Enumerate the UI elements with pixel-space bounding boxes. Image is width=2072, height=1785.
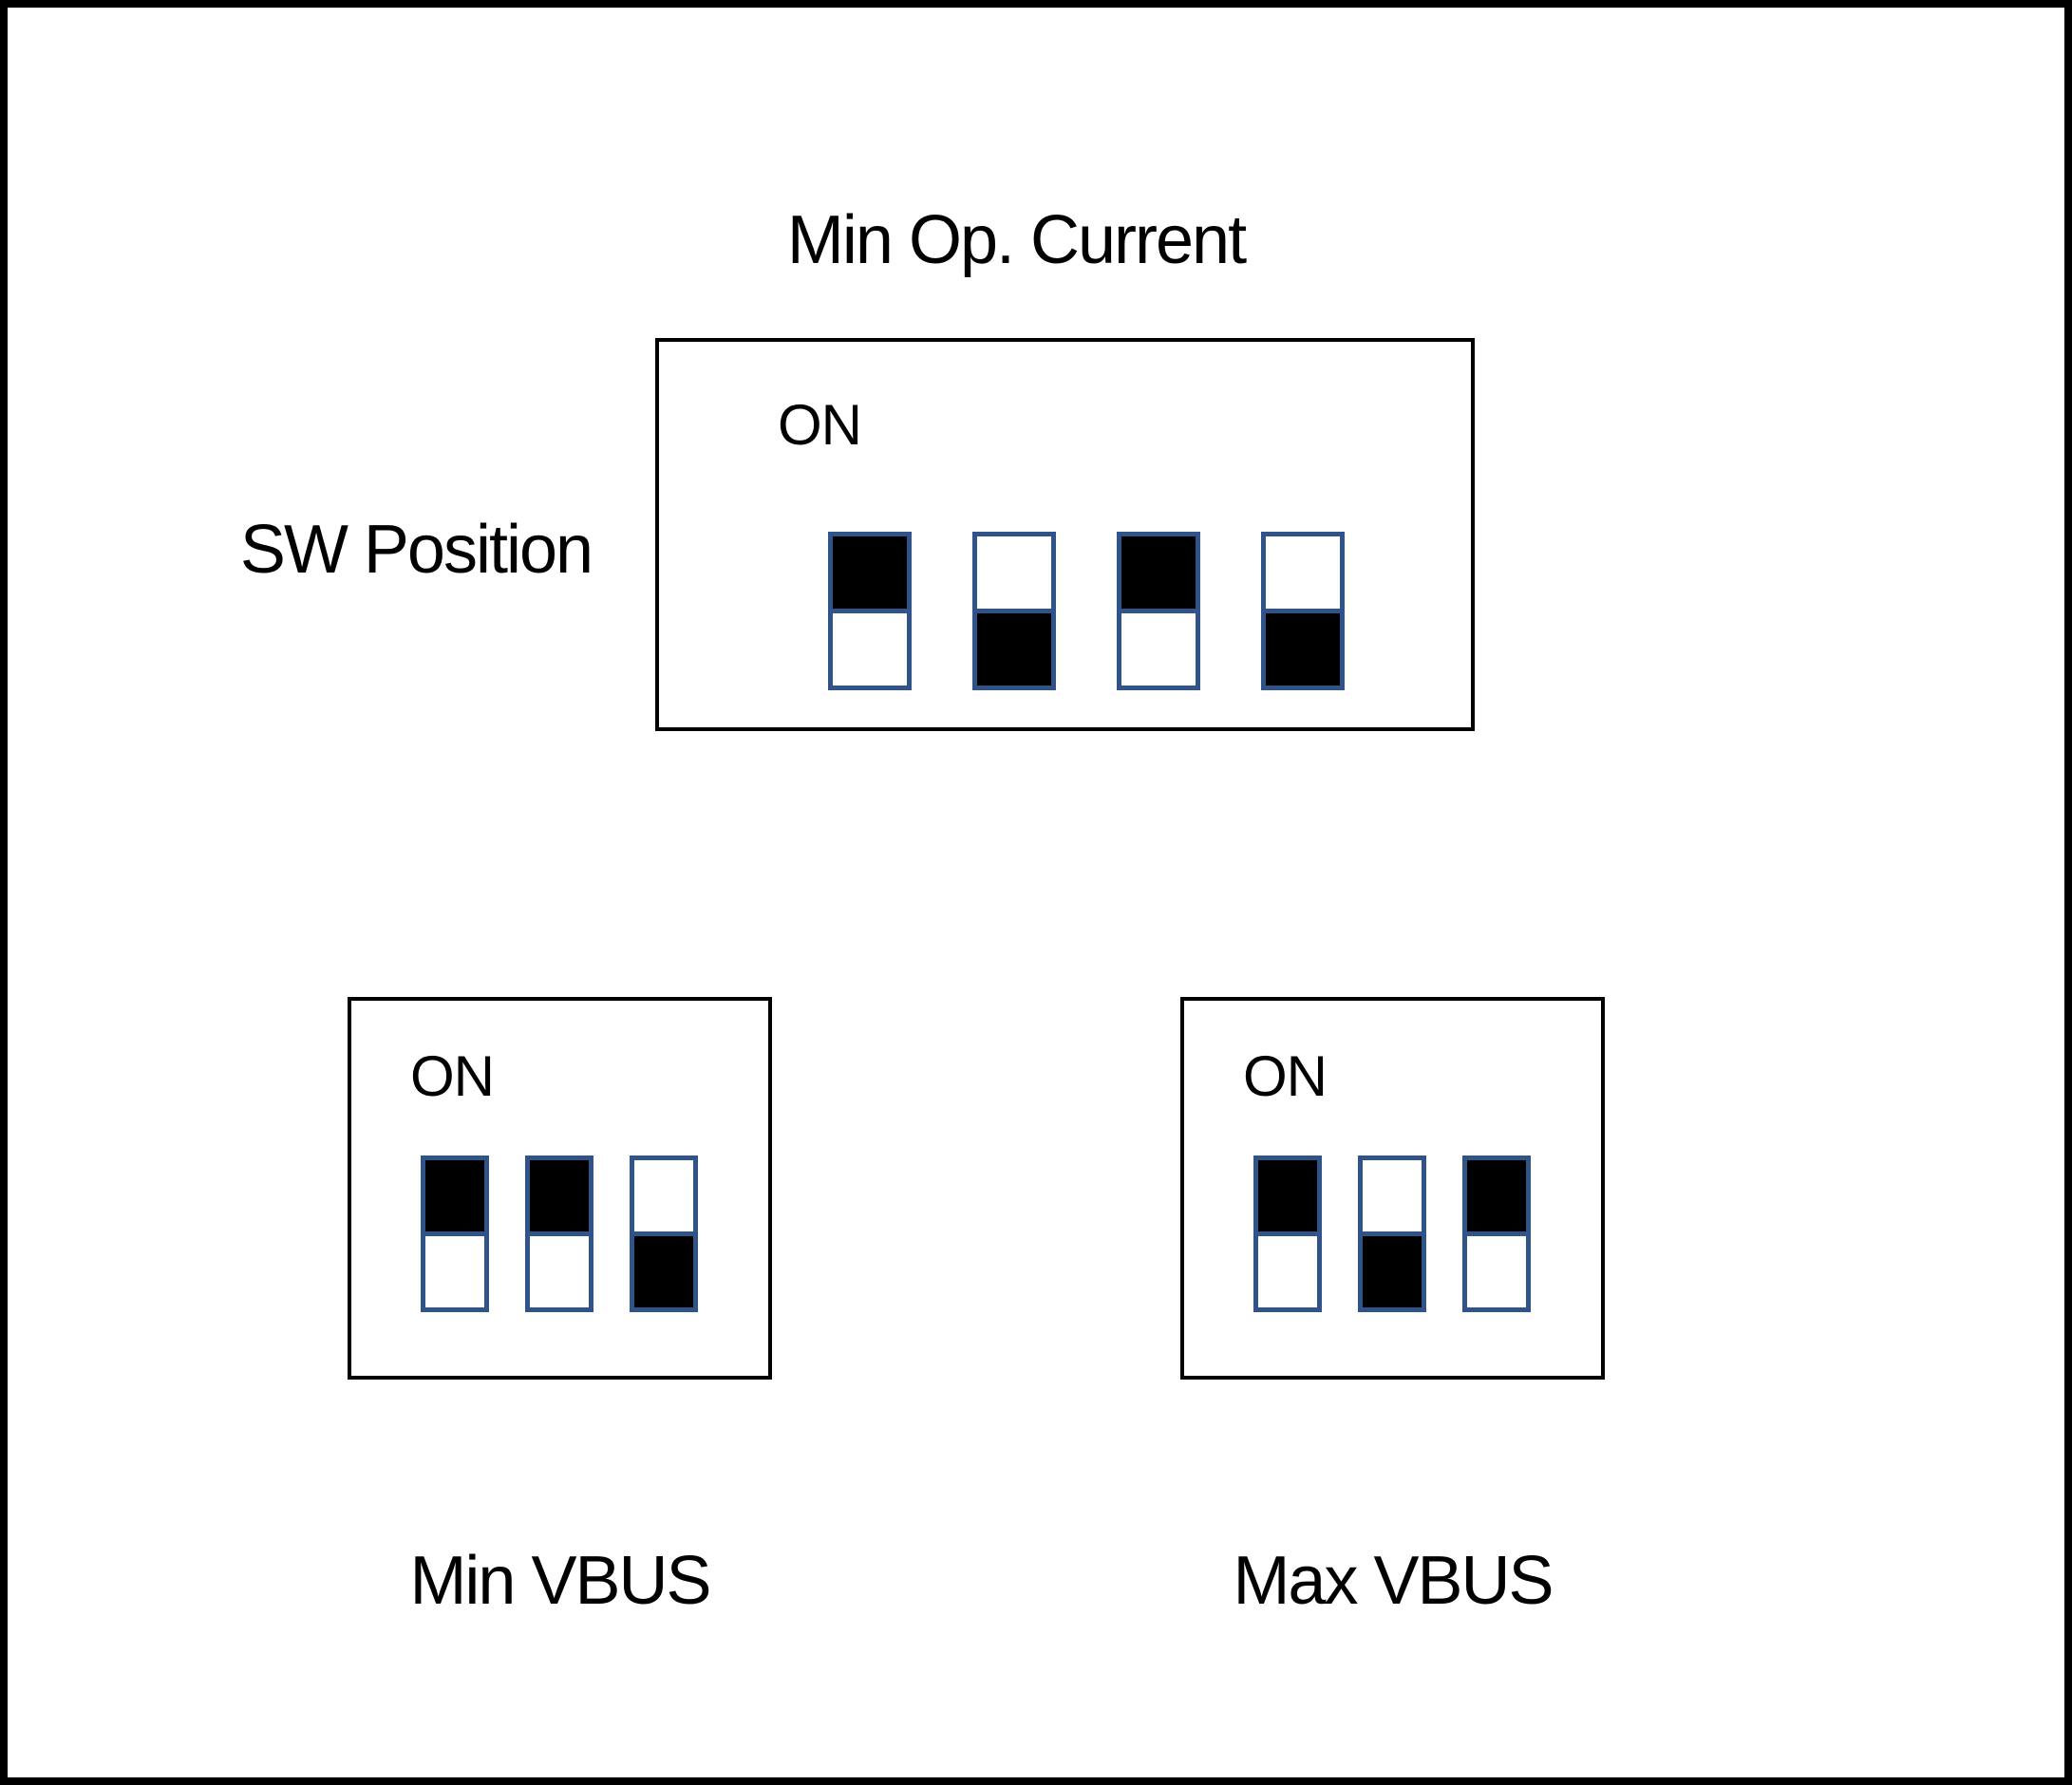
dip-switch-2-off-position (1363, 1236, 1422, 1307)
dip-switch-2-on-position (977, 536, 1051, 613)
dip-switch-3-on-position (1467, 1160, 1526, 1236)
dip-switch-1-on (1253, 1156, 1322, 1312)
max-vbus-caption: Max VBUS (1233, 1543, 1554, 1619)
dip-switch-4-off (1261, 532, 1345, 690)
dip-switch-row (828, 532, 1345, 690)
panel-min-vbus: ON (348, 997, 772, 1380)
dip-switch-1-on-position (1258, 1160, 1317, 1236)
title-min-op-current: Min Op. Current (786, 202, 1247, 278)
dip-switch-3-off-position (634, 1236, 693, 1307)
dip-switch-2-off (1358, 1156, 1426, 1312)
panel-min-op-current: ON (655, 338, 1475, 731)
dip-switch-row (1253, 1156, 1531, 1312)
dip-switch-2-off-position (530, 1236, 589, 1307)
dip-switch-1-on-position (833, 536, 907, 613)
dip-switch-row (421, 1156, 698, 1312)
sw-position-label: SW Position (239, 512, 593, 588)
on-label: ON (410, 1044, 495, 1108)
dip-switch-2-off-position (977, 613, 1051, 686)
on-label: ON (778, 393, 862, 457)
panel-max-vbus: ON (1180, 997, 1605, 1380)
dip-switch-1-off-position (425, 1236, 484, 1307)
min-vbus-caption: Min VBUS (409, 1543, 711, 1619)
dip-switch-1-off-position (1258, 1236, 1317, 1307)
dip-switch-4-off-position (1266, 613, 1340, 686)
dip-switch-3-on (1117, 532, 1200, 690)
dip-switch-3-off (630, 1156, 698, 1312)
dip-switch-2-on-position (1363, 1160, 1422, 1236)
dip-switch-3-off-position (1467, 1236, 1526, 1307)
dip-switch-1-on (421, 1156, 489, 1312)
dip-switch-3-on-position (634, 1160, 693, 1236)
on-label: ON (1243, 1044, 1328, 1108)
dip-switch-2-on (525, 1156, 593, 1312)
dip-switch-3-on (1462, 1156, 1531, 1312)
dip-switch-2-on-position (530, 1160, 589, 1236)
dip-switch-1-off-position (833, 613, 907, 686)
dip-switch-3-off-position (1121, 613, 1196, 686)
dip-switch-1-on (828, 532, 912, 690)
dip-switch-1-on-position (425, 1160, 484, 1236)
dip-switch-4-on-position (1266, 536, 1340, 613)
dip-switch-2-off (972, 532, 1056, 690)
dip-switch-3-on-position (1121, 536, 1196, 613)
